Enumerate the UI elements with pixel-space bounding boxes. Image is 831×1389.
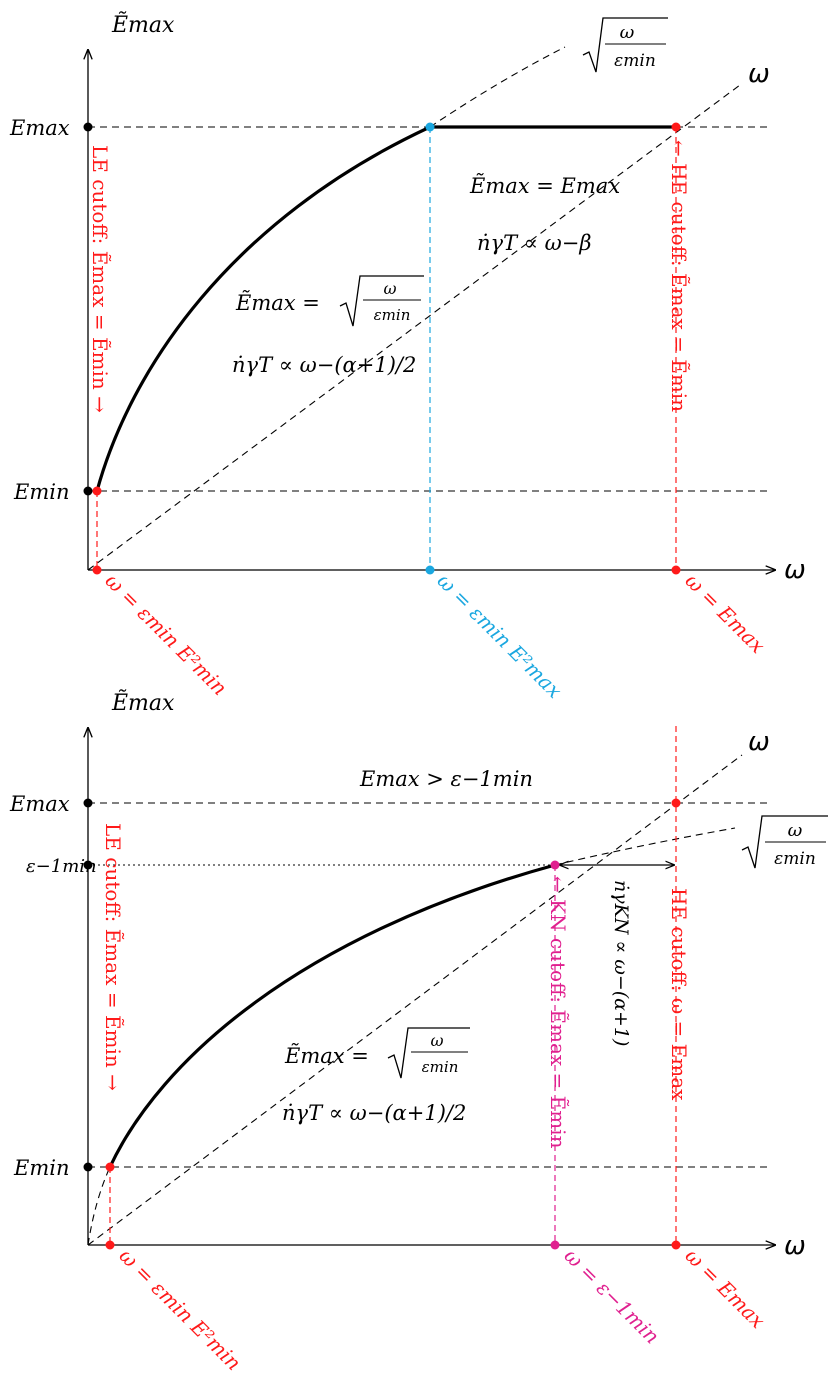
bottom-region-mid-eq: Ẽmax = xyxy=(284,1044,369,1068)
bottom-dot-kn-curve xyxy=(550,860,560,870)
top-tick-emin: Emin xyxy=(13,480,69,504)
top-xlab-he: ω = Emax xyxy=(680,569,769,658)
bottom-dot-he-emax xyxy=(671,798,681,808)
bottom-condition: Emax > ε−1min xyxy=(359,767,533,791)
top-region-mid-eq: Ẽmax = xyxy=(235,291,320,315)
bottom-tick-emax: Emax xyxy=(9,792,70,816)
top-dot-le-axis xyxy=(92,565,102,575)
top-x-axis-label: ω xyxy=(784,555,806,585)
top-region-high-rate: ṅγT ∝ ω−β xyxy=(477,231,592,255)
bottom-diag-label: ω xyxy=(748,727,770,757)
bottom-sqrt-label: ω εmin xyxy=(741,815,828,869)
top-region-mid-sqrt-den: εmin xyxy=(374,306,411,324)
bottom-omega-diagonal xyxy=(87,754,743,1246)
top-he-cutoff: ← HE cutoff: Ẽmax = Ẽmin xyxy=(667,140,691,412)
bottom-emax-curve xyxy=(108,863,556,1168)
top-region-mid-sqrt-num: ω xyxy=(383,279,396,298)
top-dot-le-curve xyxy=(92,486,102,496)
top-sqrt-num: ω xyxy=(620,22,635,43)
bottom-y-axis-label: Ẽmax xyxy=(111,688,175,716)
top-y-axis-label: Ẽmax xyxy=(111,10,175,38)
top-dot-he-axis xyxy=(671,565,681,575)
bottom-region-mid-sqrt-num: ω xyxy=(430,1031,443,1050)
bottom-panel: Ẽmax ω ω ω εmin Emax ε−1min Emin Emax > … xyxy=(9,688,828,1375)
top-dot-emax-axis xyxy=(83,122,93,132)
top-region-high-eq: Ẽmax = Emax xyxy=(469,174,620,198)
bottom-sqrt-dashed-lower xyxy=(87,1166,111,1246)
bottom-kn-cutoff: ← KN cutoff: Ẽmax = Ẽmin xyxy=(546,876,570,1149)
bottom-dot-le-axis xyxy=(105,1240,115,1250)
bottom-kn-rate: ṅγKN ∝ ω−(α+1) xyxy=(610,880,632,1046)
bottom-sqrt-den: εmin xyxy=(774,849,816,869)
top-omega-diagonal xyxy=(87,84,741,571)
top-dot-mid-axis xyxy=(425,565,435,575)
bottom-xlab-he: ω = Emax xyxy=(680,1244,769,1333)
bottom-xlab-le: ω = εmin E²min xyxy=(114,1244,246,1376)
bottom-dot-emax-axis xyxy=(83,798,93,808)
bottom-dot-eps-axis xyxy=(83,860,93,870)
top-sqrt-dashed-curve xyxy=(429,46,566,128)
top-diag-label: ω xyxy=(748,59,770,89)
bottom-le-cutoff: LE cutoff: Ẽmax = Ẽmin → xyxy=(101,823,125,1091)
bottom-sqrt-dashed-ext xyxy=(554,827,736,866)
bottom-sqrt-num: ω xyxy=(788,820,803,841)
bottom-dot-le-curve xyxy=(105,1162,115,1172)
top-sqrt-label: ω εmin xyxy=(582,17,668,73)
top-emax-curve xyxy=(95,125,431,492)
bottom-region-mid-sqrt: ω εmin xyxy=(387,1027,470,1079)
top-le-cutoff: LE cutoff: Ẽmax = Ẽmin → xyxy=(88,145,112,413)
top-xlab-le: ω = εmin E²min xyxy=(100,569,232,701)
bottom-xlab-kn: ω = ε−1min xyxy=(559,1244,664,1349)
top-xlab-mid: ω = εmin E²max xyxy=(432,569,566,703)
top-region-mid-sqrt: ω εmin xyxy=(339,275,424,327)
bottom-region-mid-sqrt-den: εmin xyxy=(422,1058,459,1076)
top-sqrt-den: εmin xyxy=(614,51,656,71)
bottom-tick-eps: ε−1min xyxy=(26,856,97,877)
top-tick-emax: Emax xyxy=(9,116,70,140)
top-dot-mid-curve xyxy=(425,122,435,132)
bottom-tick-emin: Emin xyxy=(13,1156,69,1180)
top-panel: Ẽmax ω ω ω εmin Emax Emin LE cutoff: Ẽma… xyxy=(9,10,806,703)
bottom-dot-emin-axis xyxy=(83,1162,93,1172)
bottom-dot-he-axis xyxy=(671,1240,681,1250)
top-dot-emin-axis xyxy=(83,486,93,496)
bottom-region-mid-rate: ṅγT ∝ ω−(α+1)/2 xyxy=(282,1101,466,1125)
bottom-dot-kn-axis xyxy=(550,1240,560,1250)
top-region-mid-rate: ṅγT ∝ ω−(α+1)/2 xyxy=(232,353,416,377)
top-dot-he-curve xyxy=(671,122,681,132)
bottom-he-cutoff: HE cutoff: ω = Emax xyxy=(667,888,691,1101)
bottom-x-axis-label: ω xyxy=(784,1231,806,1261)
